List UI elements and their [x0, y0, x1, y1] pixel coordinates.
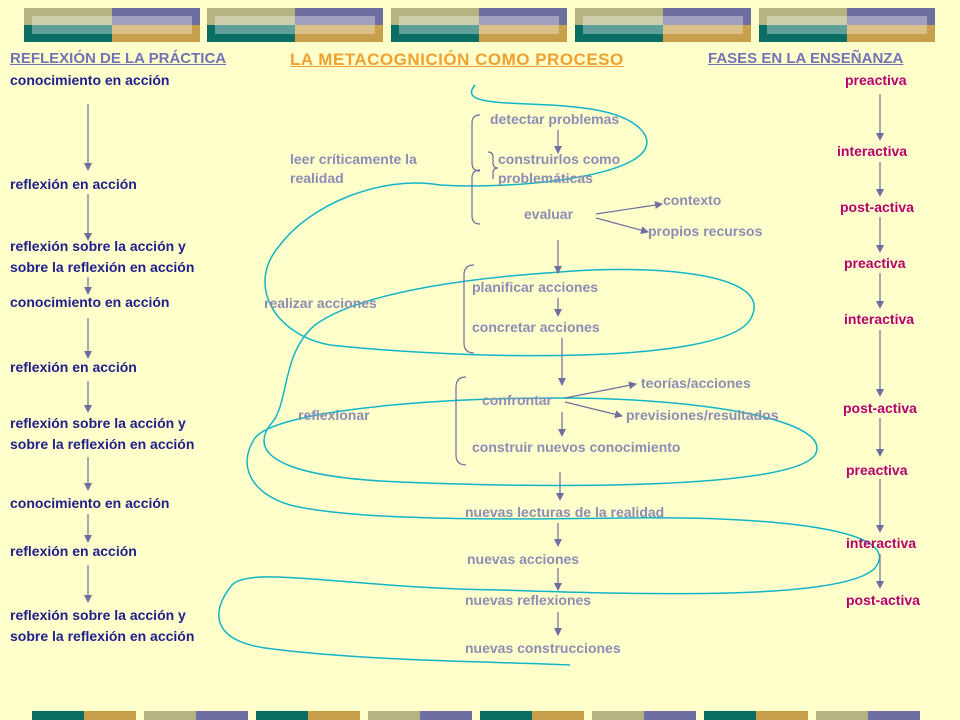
bottom-tile-2: [144, 711, 248, 720]
left-item-9: reflexión sobre la acción y sobre la ref…: [10, 607, 195, 644]
bottom-tile-3: [256, 711, 360, 720]
top-tile-4: [575, 8, 751, 42]
brackets: [455, 114, 499, 466]
left-item-7: conocimiento en acción: [10, 495, 170, 511]
right-item-6: post-activa: [843, 400, 917, 416]
node-leer-criticamente: leer críticamente la realidad: [290, 151, 417, 186]
left-item-8: reflexión en acción: [10, 543, 137, 559]
left-column-header: REFLEXIÓN DE LA PRÁCTICA: [10, 50, 227, 67]
node-confrontar: confrontar: [482, 392, 552, 408]
node-evaluar: evaluar: [524, 206, 574, 222]
node-nuevas-acciones: nuevas acciones: [467, 551, 580, 567]
node-planificar-acciones: planificar acciones: [472, 279, 599, 295]
bracket-acciones: [463, 264, 475, 354]
top-tile-1: [24, 8, 200, 42]
node-propios-recursos: propios recursos: [648, 223, 763, 239]
left-item-5: reflexión en acción: [10, 359, 137, 375]
node-construir-conocimiento: construir nuevos conocimiento: [472, 439, 681, 455]
node-nuevas-lecturas: nuevas lecturas de la realidad: [465, 504, 665, 520]
left-item-2: reflexión en acción: [10, 176, 137, 192]
node-reflexionar: reflexionar: [298, 407, 370, 423]
bottom-tile-4: [368, 711, 472, 720]
node-concretar-acciones: concretar acciones: [472, 319, 600, 335]
bracket-reflexionar: [455, 376, 467, 466]
left-item-1: conocimiento en acción: [10, 72, 170, 88]
left-item-4: conocimiento en acción: [10, 294, 170, 310]
right-column-header: FASES EN LA ENSEÑANZA: [708, 50, 904, 67]
confrontar-teorias-arrow: [564, 381, 637, 399]
right-item-1: preactiva: [845, 72, 907, 88]
top-tile-3: [391, 8, 567, 42]
top-tile-2: [207, 8, 383, 42]
evaluar-recursos-arrow: [595, 217, 649, 235]
confrontar-previsiones-arrow: [564, 401, 623, 419]
bracket-evaluar: [471, 169, 481, 225]
bottom-tile-5: [480, 711, 584, 720]
bracket-problemas: [471, 114, 481, 172]
node-teorias-acciones: teorías/acciones: [641, 375, 751, 391]
bottom-tile-1: [32, 711, 136, 720]
right-item-7: preactiva: [846, 462, 908, 478]
node-detectar-problemas: detectar problemas: [490, 111, 620, 127]
page-title: LA METACOGNICIÓN COMO PROCESO: [290, 50, 624, 69]
bottom-tile-7: [704, 711, 808, 720]
node-realizar-acciones: realizar acciones: [264, 295, 377, 311]
right-item-4: preactiva: [844, 255, 906, 271]
node-construirlos: construirlos como problemáticas: [498, 151, 621, 186]
node-contexto: contexto: [663, 192, 722, 208]
right-item-8: interactiva: [846, 535, 917, 551]
right-item-2: interactiva: [837, 143, 908, 159]
left-item-6: reflexión sobre la acción y sobre la ref…: [10, 415, 195, 452]
bracket-brace-right: [487, 151, 499, 179]
node-nuevas-reflexiones: nuevas reflexiones: [465, 592, 592, 608]
left-item-3: reflexión sobre la acción y sobre la ref…: [10, 238, 195, 275]
evaluar-contexto-arrow: [595, 201, 663, 215]
top-tile-5: [759, 8, 935, 42]
node-previsiones-resultados: previsiones/resultados: [626, 407, 779, 423]
right-item-9: post-activa: [846, 592, 920, 608]
bottom-tile-6: [592, 711, 696, 720]
metacognition-spiral: [218, 84, 881, 666]
right-item-5: interactiva: [844, 311, 915, 327]
bottom-tile-8: [816, 711, 920, 720]
right-item-3: post-activa: [840, 199, 914, 215]
node-nuevas-construcciones: nuevas construcciones: [465, 640, 621, 656]
center-arrows: [554, 130, 663, 636]
